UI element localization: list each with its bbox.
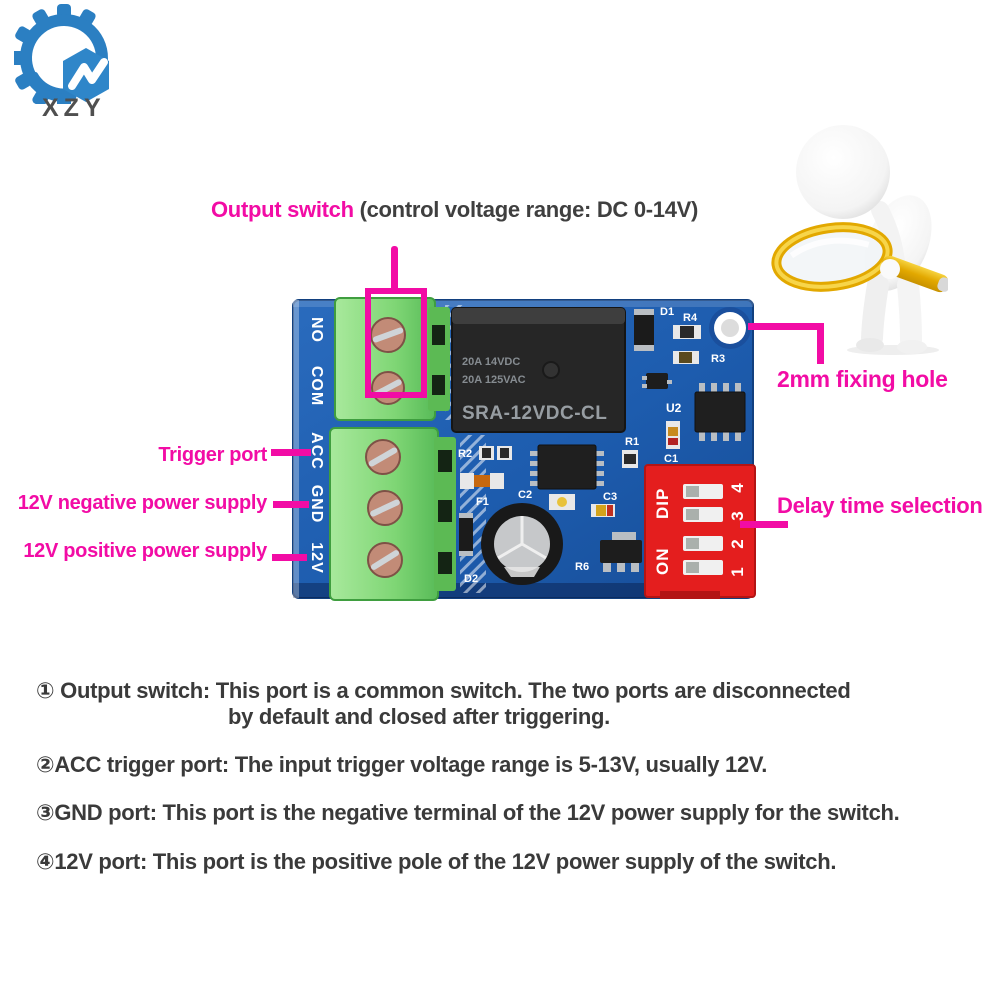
hole-callout-line-h: [748, 323, 824, 330]
brand-name: XZY: [42, 94, 106, 122]
note-2: ②ACC trigger port: The input trigger vol…: [36, 752, 768, 777]
trigger-callout-line: [271, 449, 311, 456]
dip-label: DIP: [653, 488, 672, 519]
positive-callout-line: [272, 554, 307, 561]
ref-c1: C1: [664, 453, 678, 465]
delay-selection-label: Delay time selection: [777, 493, 983, 518]
silkscreen-12v: 12V: [308, 542, 325, 573]
ref-f1: F1: [476, 496, 489, 508]
components-mid-right: C1 R1: [622, 421, 680, 468]
dip-number-3: 3: [728, 511, 747, 520]
dip-sliders[interactable]: [683, 484, 723, 575]
silkscreen-gnd: GND: [308, 485, 325, 524]
output-callout-line: [391, 246, 398, 292]
relay-model: SRA-12VDC-CL: [462, 403, 607, 424]
trigger-port-label: Trigger port: [158, 444, 267, 466]
screw-12v: [367, 542, 403, 578]
ref-c3: C3: [603, 491, 617, 503]
page-title: Output switch (control voltage range: DC…: [211, 197, 698, 223]
dip-number-2: 2: [728, 539, 747, 548]
components-middle: R2 F1 C2 C3: [458, 444, 617, 517]
pcb-board: NO COM ACC GND 12V: [292, 297, 756, 601]
magnifier-icon: [771, 222, 948, 293]
mascot-head: [796, 125, 890, 219]
title-rest: (control voltage range: DC 0-14V): [353, 197, 699, 222]
relay: 20A 14VDC 20A 125VAC SRA-12VDC-CL: [451, 307, 626, 433]
dip-number-1: 1: [728, 567, 747, 576]
ref-d1: D1: [660, 306, 674, 318]
mascot-figure: [771, 125, 948, 355]
ref-r1: R1: [625, 436, 639, 448]
note-1-line-1: ① Output switch: This port is a common s…: [36, 678, 851, 703]
negative-supply-label: 12V negative power supply: [17, 492, 268, 514]
brand-logo: XZY: [10, 4, 120, 122]
screw-acc: [365, 439, 401, 475]
note-3: ③GND port: This port is the negative ter…: [36, 800, 900, 825]
hole-callout-line-v: [817, 323, 824, 364]
ref-r4: R4: [683, 312, 698, 324]
ref-c2: C2: [518, 489, 532, 501]
positive-supply-label: 12V positive power supply: [23, 540, 267, 562]
output-callout-box: [365, 288, 427, 398]
input-terminal-block: [329, 427, 456, 601]
fixing-hole: [709, 307, 751, 349]
ref-d2: D2: [464, 573, 478, 585]
title-highlight: Output switch: [211, 197, 354, 222]
components-top-right: D1 R4 R3: [634, 306, 725, 389]
relay-rating2: 20A 125VAC: [462, 374, 526, 386]
screw-gnd: [367, 490, 403, 526]
dip-switch: DIP ON 4 3 2 1: [644, 464, 756, 599]
gear-icon: [10, 4, 109, 112]
components-bottom: D2 R6: [459, 513, 642, 585]
capacitor: [481, 503, 563, 585]
ref-r3: R3: [711, 353, 725, 365]
dip-number-4: 4: [728, 483, 747, 493]
silkscreen-acc: ACC: [308, 432, 325, 470]
ref-r2: R2: [458, 448, 472, 460]
delay-callout-line: [740, 521, 788, 528]
note-4: ④12V port: This port is the positive pol…: [36, 849, 837, 874]
note-1-line-2: by default and closed after triggering.: [228, 704, 610, 729]
screw-no: [370, 317, 406, 353]
ref-r6: R6: [575, 561, 589, 573]
chip-u2: U2: [666, 383, 746, 441]
silkscreen-no: NO: [308, 317, 325, 343]
negative-callout-line: [273, 501, 309, 508]
silkscreen-com: COM: [308, 366, 325, 406]
relay-rating1: 20A 14VDC: [462, 356, 520, 368]
dip-on-label: ON: [653, 548, 672, 576]
fixing-hole-label: 2mm fixing hole: [777, 366, 948, 392]
silkscreen-labels: NO COM ACC GND 12V: [308, 317, 325, 574]
ref-u2: U2: [666, 401, 682, 415]
